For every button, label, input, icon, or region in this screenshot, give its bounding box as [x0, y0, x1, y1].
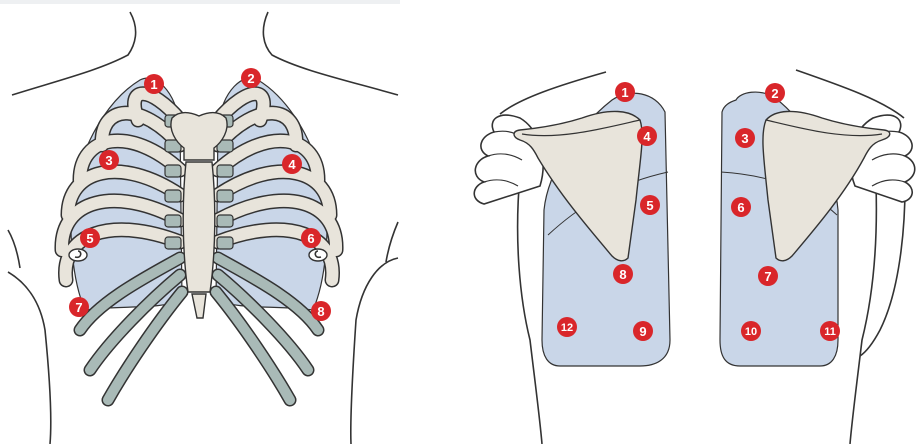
front-marker-1: 1 [144, 74, 164, 94]
svg-text:8: 8 [619, 267, 626, 282]
back-marker-7: 7 [758, 266, 778, 286]
svg-text:3: 3 [105, 153, 112, 168]
back-marker-6: 6 [731, 197, 751, 217]
svg-text:4: 4 [643, 129, 651, 144]
svg-text:5: 5 [86, 231, 93, 246]
back-view-torso: 1 2 3 4 5 6 7 8 9 10 11 [474, 70, 915, 444]
svg-text:8: 8 [317, 304, 324, 319]
front-marker-4: 4 [282, 154, 302, 174]
back-marker-2: 2 [765, 83, 785, 103]
front-marker-5: 5 [80, 228, 100, 248]
back-marker-1: 1 [615, 82, 635, 102]
svg-text:2: 2 [247, 71, 254, 86]
front-marker-6: 6 [301, 228, 321, 248]
svg-text:1: 1 [150, 77, 157, 92]
back-marker-8: 8 [613, 264, 633, 284]
svg-text:10: 10 [745, 326, 757, 338]
svg-text:3: 3 [741, 131, 748, 146]
svg-text:7: 7 [764, 269, 771, 284]
svg-text:5: 5 [646, 198, 653, 213]
front-marker-8: 8 [311, 301, 331, 321]
back-marker-12: 12 [557, 317, 577, 337]
svg-text:6: 6 [737, 200, 744, 215]
back-marker-4: 4 [637, 126, 657, 146]
svg-text:6: 6 [307, 231, 314, 246]
svg-text:2: 2 [771, 86, 778, 101]
svg-text:11: 11 [824, 326, 836, 338]
back-marker-3: 3 [735, 128, 755, 148]
front-marker-3: 3 [99, 150, 119, 170]
front-view-chest: 1 2 3 4 5 6 7 8 [8, 12, 398, 444]
back-marker-9: 9 [633, 321, 653, 341]
front-marker-7: 7 [69, 297, 89, 317]
back-marker-11: 11 [820, 321, 840, 341]
back-marker-10: 10 [741, 321, 761, 341]
top-strip [0, 0, 400, 4]
back-marker-5: 5 [640, 195, 660, 215]
svg-text:1: 1 [621, 85, 628, 100]
svg-text:7: 7 [75, 300, 82, 315]
svg-text:12: 12 [561, 322, 573, 334]
svg-text:9: 9 [639, 324, 646, 339]
svg-text:4: 4 [288, 157, 296, 172]
front-marker-2: 2 [241, 68, 261, 88]
